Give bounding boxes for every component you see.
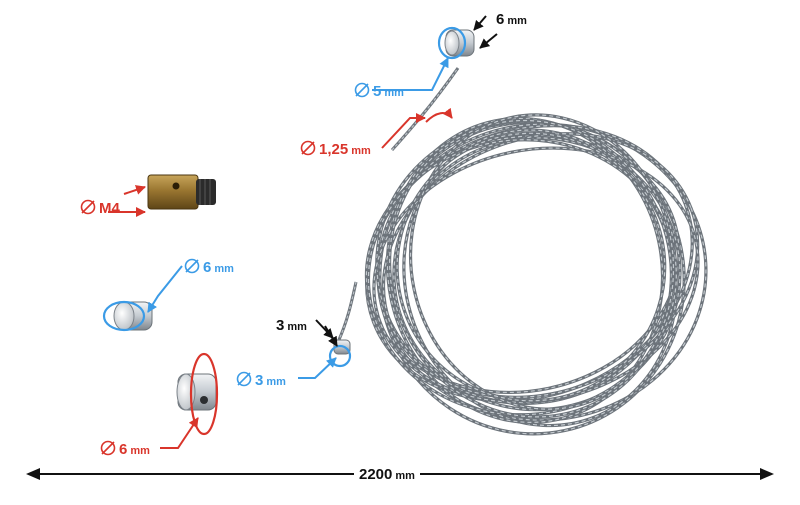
diameter-symbol-icon — [300, 140, 316, 160]
brass-nipple-thread-label: M4 — [80, 199, 120, 219]
diameter-symbol-icon — [100, 440, 116, 460]
small-nipple — [102, 300, 153, 332]
cable-loop-highlight — [386, 117, 664, 423]
cable-loop — [385, 116, 665, 424]
cable-loop-highlight — [365, 135, 680, 394]
dimension-leaders — [108, 15, 498, 449]
brass-nipple — [147, 174, 216, 210]
cable-loop-highlight — [396, 132, 666, 402]
diameter-symbol-icon — [80, 199, 96, 219]
cable-coil — [364, 113, 708, 436]
cable-loop-highlight — [367, 139, 677, 416]
cable-end-small — [328, 339, 352, 368]
cable-loop-highlight — [409, 114, 675, 410]
diameter-symbol-icon — [184, 258, 200, 278]
cable-lower-lead — [336, 281, 358, 343]
diameter-symbol-icon — [354, 82, 370, 102]
cable-upper-lead — [390, 67, 460, 152]
cable-end-nipple — [437, 26, 475, 60]
diameter-symbol-icon — [236, 371, 252, 391]
pin-nipple — [176, 352, 219, 436]
cable-loop-highlight — [382, 133, 699, 398]
